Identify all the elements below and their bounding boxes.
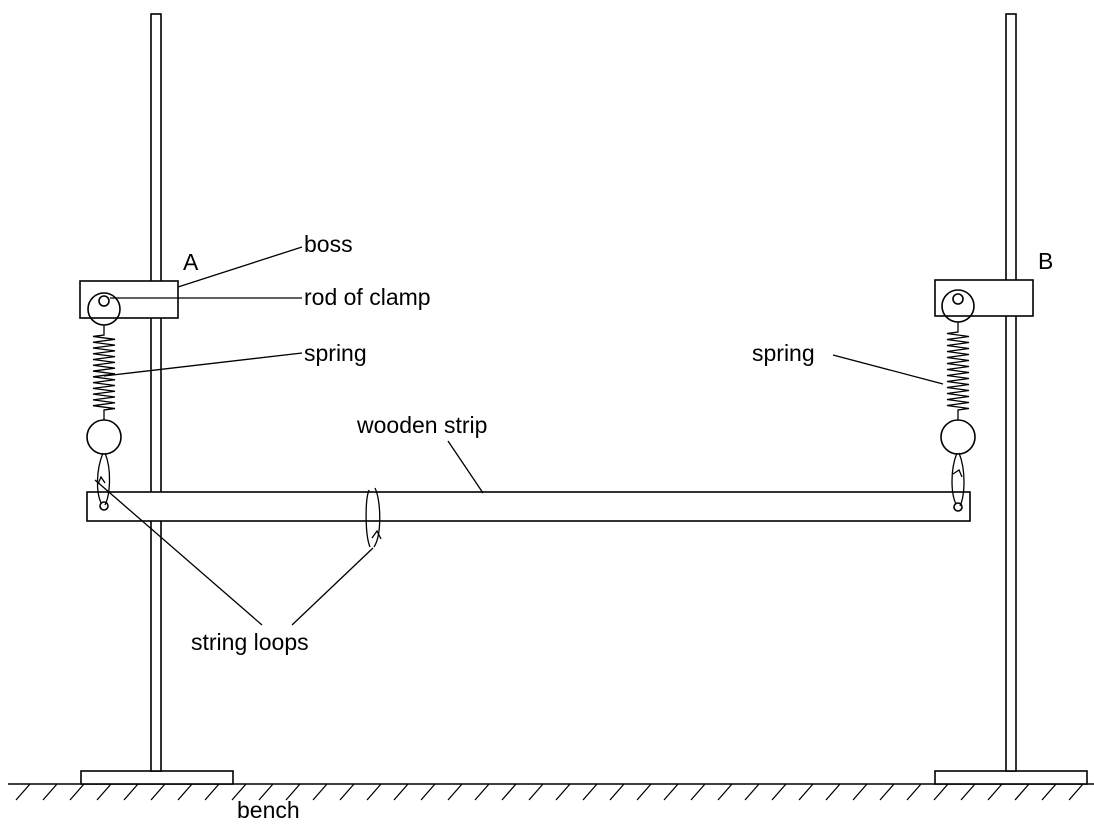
hatch-mark [852,783,868,801]
label-bench: bench [237,797,300,823]
hatch-mark [339,783,355,801]
hatch-mark [150,783,166,801]
hatch-mark [96,783,112,801]
right-spring [940,322,976,455]
hatch-mark [636,783,652,801]
hatch-mark [825,783,841,801]
hatch-mark [285,783,301,801]
hatch-mark [744,783,760,801]
hatch-mark [960,783,976,801]
leader-string-loops-middle [291,547,374,626]
hatch-mark [447,783,463,801]
left-spring-weight [86,419,122,455]
hatch-mark [717,783,733,801]
hatch-mark [555,783,571,801]
hatch-mark [258,783,274,801]
hatch-mark [69,783,85,801]
hatch-mark [663,783,679,801]
bench-hatching [15,783,1084,801]
leader-wooden-strip [447,440,484,494]
left-boss [79,280,179,326]
hatch-mark [987,783,1003,801]
hatch-mark [906,783,922,801]
right-boss [934,279,1034,323]
wooden-strip [86,491,971,522]
leader-string-loops-left [94,479,263,626]
leader-lines [94,246,944,626]
label-boss: boss [304,231,353,257]
hatch-mark [393,783,409,801]
hatch-mark [879,783,895,801]
hatch-mark [1068,783,1084,801]
label-point-b: B [1038,248,1053,274]
hatch-mark [1041,783,1057,801]
hatch-mark [690,783,706,801]
hatch-mark [177,783,193,801]
label-spring-right: spring [752,340,815,366]
label-point-a: A [183,249,199,275]
string-loop-right [951,452,965,507]
hatch-mark [123,783,139,801]
hatch-mark [15,783,31,801]
hatch-mark [420,783,436,801]
hatch-mark [798,783,814,801]
leader-spring-left [103,352,303,377]
right-stand-base [934,770,1088,785]
hatch-mark [771,783,787,801]
left-stand-base [80,770,234,785]
hatch-mark [1014,783,1030,801]
left-spring [86,325,122,455]
hatch-mark [933,783,949,801]
hatch-mark [42,783,58,801]
hatch-mark [231,783,247,801]
hatch-mark [501,783,517,801]
string-loop-left [96,452,111,506]
label-spring-left: spring [304,340,367,366]
leader-spring-right [832,354,944,385]
hatch-mark [528,783,544,801]
right-rod-of-clamp-inner [952,293,964,305]
string-loop-middle [365,487,382,548]
strip-hole-left [99,501,109,511]
label-rod-of-clamp: rod of clamp [304,284,431,310]
strip-hole-right [953,502,963,512]
right-stand-rod [1005,13,1017,772]
label-string-loops: string loops [191,629,309,655]
leader-boss [177,246,303,288]
hatch-mark [366,783,382,801]
left-stand-rod [150,13,162,772]
left-stand [80,13,234,785]
hatch-mark [312,783,328,801]
right-stand [934,13,1088,785]
label-wooden-strip: wooden strip [356,412,487,438]
hatch-mark [609,783,625,801]
right-spring-weight [940,419,976,455]
bench [8,783,1094,801]
hatch-mark [474,783,490,801]
left-rod-of-clamp-inner [98,295,110,307]
hatch-mark [204,783,220,801]
hatch-mark [582,783,598,801]
